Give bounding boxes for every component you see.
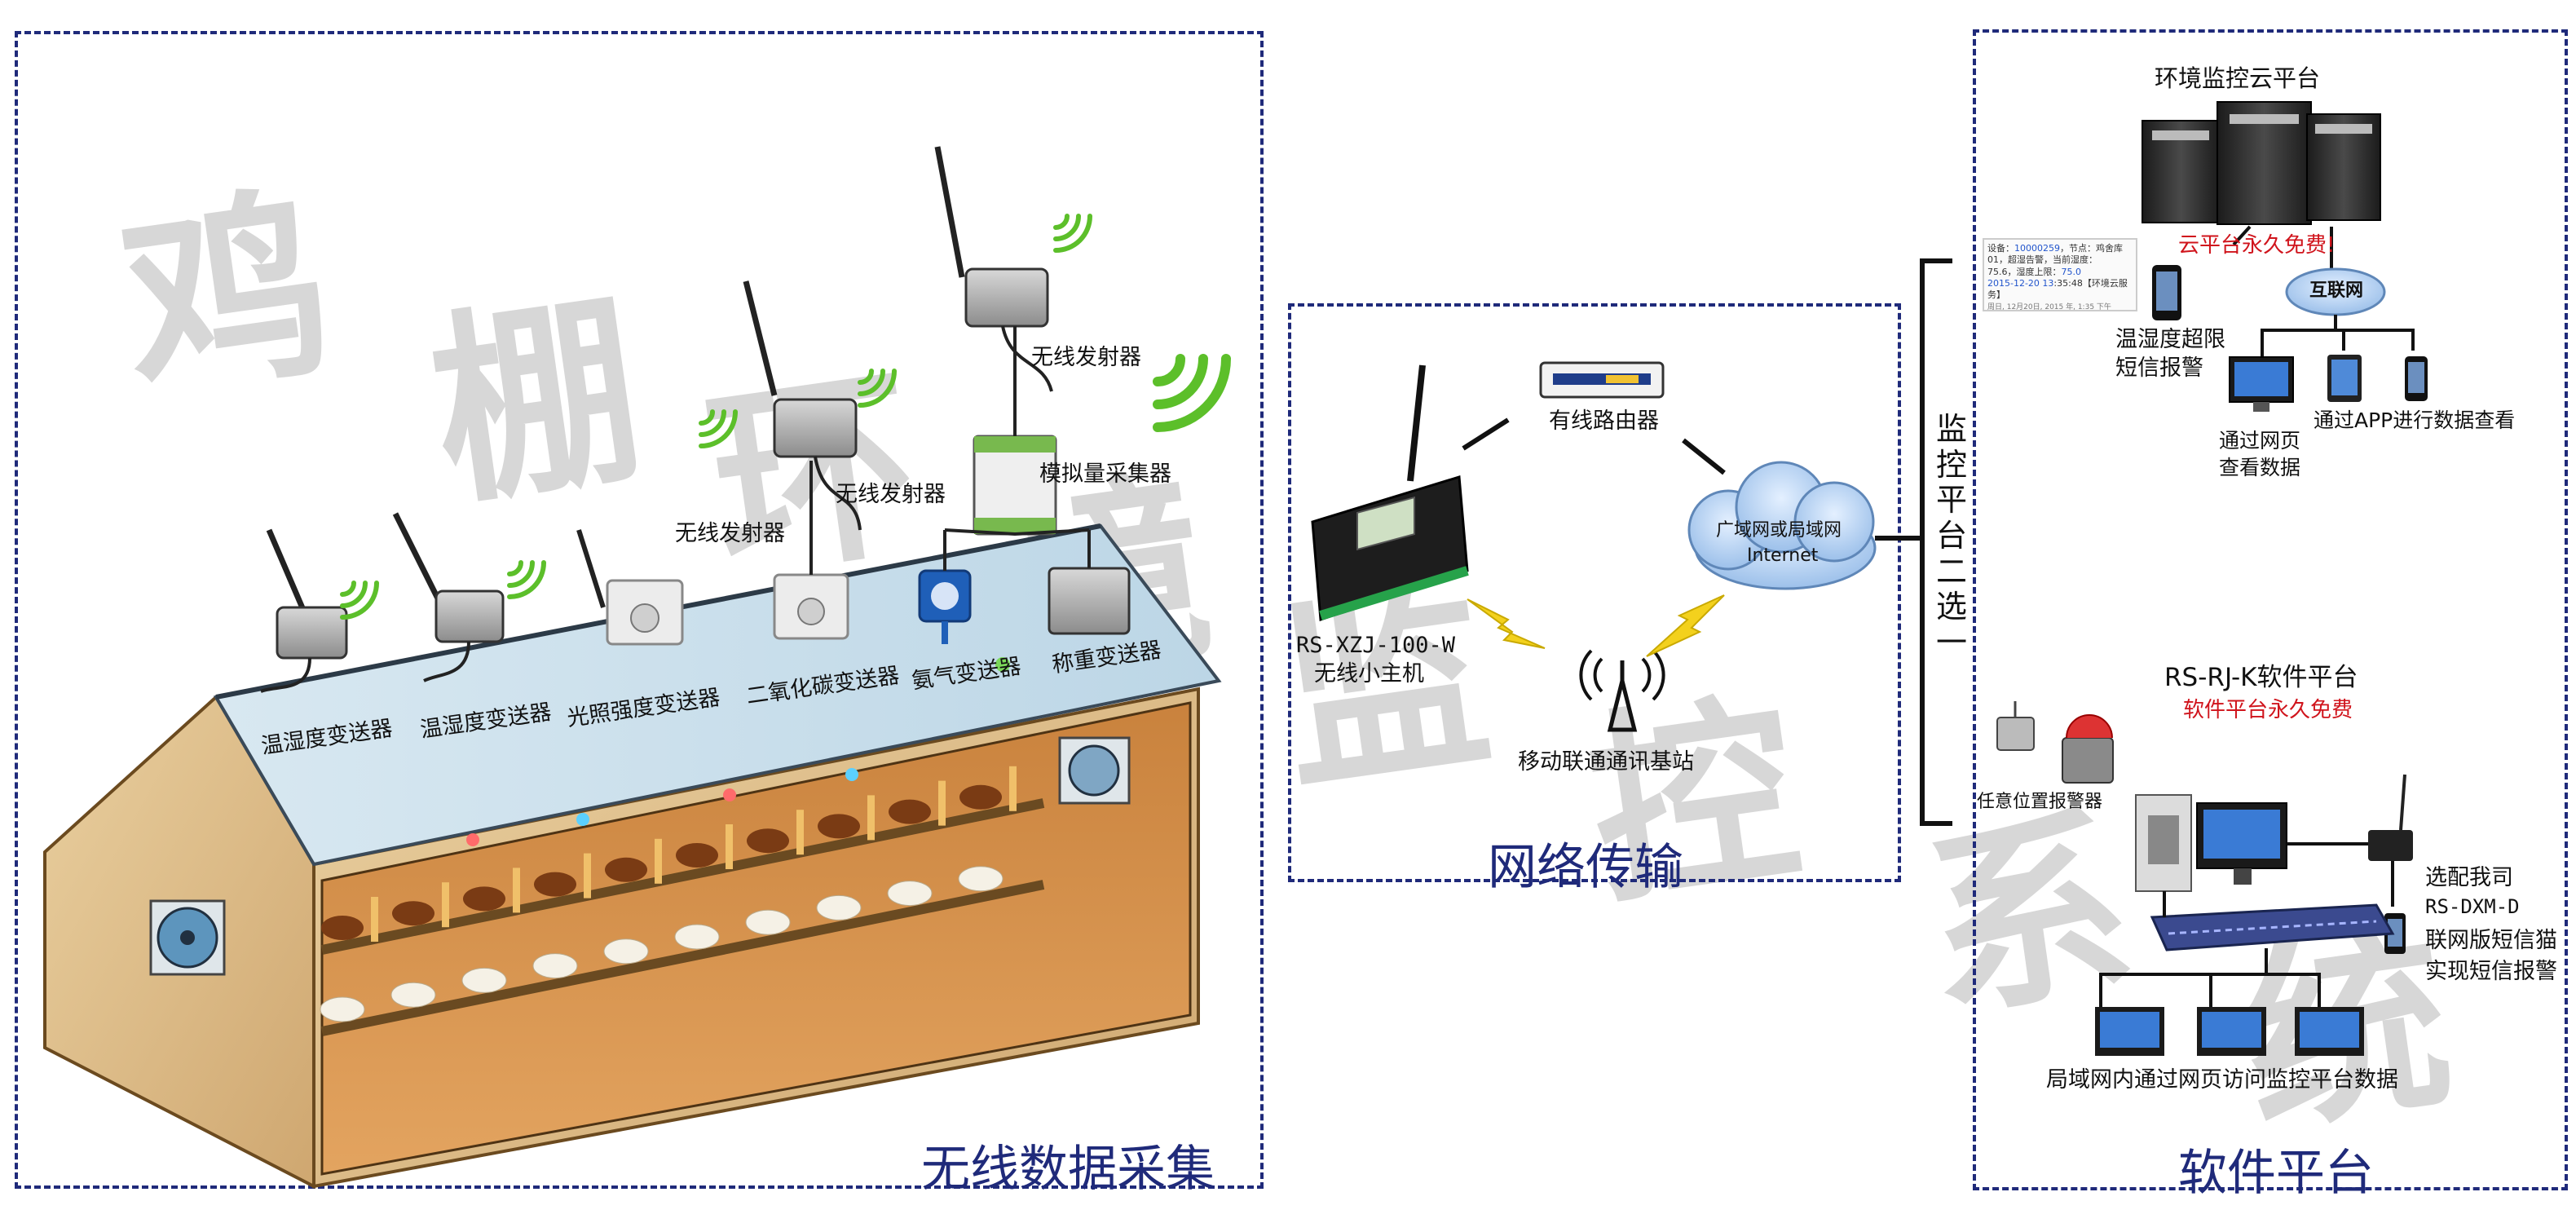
monitor-platform-choose-one: 监控平台二选一 (1935, 411, 1967, 661)
cage-divider (371, 897, 378, 942)
cage-divider (513, 868, 520, 913)
duck (320, 996, 365, 1022)
wifi-arc (858, 369, 897, 408)
duck (887, 881, 933, 907)
cage-divider (655, 838, 662, 884)
web-view-label-2: 查看数据 (2219, 456, 2301, 479)
poultry (320, 766, 1017, 1022)
duck (745, 909, 791, 935)
lan-access-label: 局域网内通过网页访问监控平台数据 (2046, 1067, 2398, 1093)
wifi-arc (507, 560, 546, 599)
network-transmission-title: 网络传输 (1488, 839, 1683, 896)
internet-bubble-label: 互联网 (2309, 280, 2364, 301)
duck (461, 967, 507, 993)
wifi-arc (858, 369, 885, 396)
wireless-collection-panel (15, 31, 1264, 1189)
platform-graphics (1920, 101, 2428, 1056)
alarm-anywhere-label: 任意位置报警器 (1977, 792, 2103, 812)
cage-divider (442, 882, 449, 928)
transmitter-label-1: 无线发射器 (675, 521, 785, 546)
wifi-signals (340, 214, 1231, 620)
host-model-label: RS-XZJ-100-W (1296, 633, 1456, 658)
software-platform-panel (1973, 29, 2568, 1190)
sms-cat-line-3: 联网版短信猫 (2425, 928, 2557, 953)
cage-divider (1009, 766, 1017, 811)
internet-label: Internet (1747, 545, 1819, 566)
wifi-arc (1153, 354, 1208, 409)
cage-divider (726, 824, 733, 869)
sms-cat-line-4: 实现短信报警 (2425, 959, 2557, 984)
duck (603, 938, 649, 965)
software-platform-free: 软件平台永久免费 (2183, 698, 2353, 722)
roof-devices (260, 146, 1131, 693)
network-transmission-panel (1288, 303, 1901, 882)
web-view-label-1: 通过网页 (2219, 429, 2301, 453)
wifi-arc (340, 581, 356, 597)
cage-divider (584, 853, 591, 898)
wifi-arc (507, 560, 535, 588)
hen (321, 916, 364, 940)
cloud-platform-free: 云平台永久免费! (2178, 233, 2336, 258)
sms-alarm-label-2: 短信报警 (2115, 355, 2203, 381)
wifi-arc (1053, 214, 1081, 241)
duck (390, 982, 436, 1008)
base-station-label: 移动联通通讯基站 (1518, 749, 1694, 775)
host-name-label: 无线小主机 (1314, 661, 1424, 687)
hen (463, 886, 505, 912)
hen (392, 901, 434, 926)
wifi-arc (699, 409, 726, 437)
cage-divider (867, 795, 875, 841)
duck (958, 866, 1003, 892)
sms-device-id: 10000259 (2014, 243, 2060, 254)
sms-alarm-label-1: 温湿度超限 (2115, 327, 2225, 352)
duck (816, 894, 862, 921)
hen (534, 872, 576, 897)
hen (747, 828, 789, 854)
wifi-arc (340, 581, 368, 608)
wifi-arc (699, 409, 715, 426)
wifi-arc (1153, 354, 1231, 432)
wifi-arc (340, 581, 379, 620)
wifi-arc (699, 409, 738, 448)
cage-divider (796, 810, 804, 855)
duck (674, 924, 720, 950)
software-platform-title: RS-RJ-K软件平台 (2164, 663, 2358, 692)
sms-alert-message: 设备：10000259，节点：鸡舍库 01，超湿告警，当前湿度： 75.6，湿度… (1983, 238, 2137, 311)
analog-collector-label: 模拟量采集器 (1039, 461, 1171, 487)
wifi-arc (507, 560, 523, 576)
sms-cat-line-1: 选配我司 (2425, 865, 2513, 890)
wireless-collection-title: 无线数据采集 (921, 1141, 1215, 1198)
wifi-arc (1053, 214, 1070, 230)
wifi-arc (1153, 354, 1185, 386)
wan-label: 广域网或局域网 (1716, 520, 1842, 541)
duck (532, 953, 578, 979)
cloud-platform-title: 环境监控云平台 (2155, 64, 2321, 92)
network-graphics (1311, 361, 1924, 732)
software-platform-title-bottom: 软件平台 (2178, 1145, 2374, 1202)
cage-divider (938, 780, 946, 826)
sms-cat-line-2: RS-DXM-D (2425, 895, 2520, 918)
wifi-arc (1053, 214, 1092, 253)
hen (818, 814, 860, 839)
hen (605, 857, 647, 882)
hen (959, 784, 1002, 810)
transmitter-label-3: 无线发射器 (1031, 345, 1141, 370)
wifi-arc (858, 369, 874, 385)
app-view-label: 通过APP进行数据查看 (2314, 408, 2516, 432)
hen (889, 799, 931, 824)
hen (676, 843, 718, 868)
router-label: 有线路由器 (1549, 408, 1659, 434)
transmitter-label-2: 无线发射器 (836, 482, 946, 507)
